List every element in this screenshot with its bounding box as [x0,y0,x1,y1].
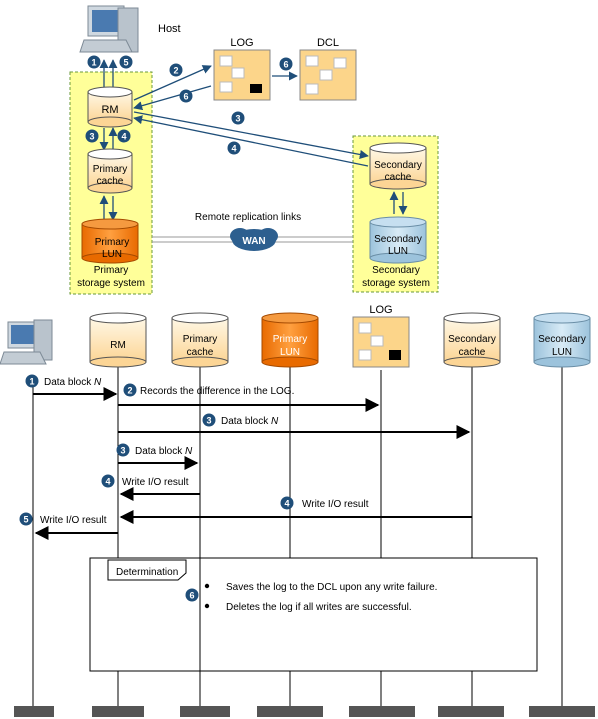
message-4-local: 4 Write I/O result [101,474,200,501]
secondary-system-label-1: Secondary [372,265,420,276]
seq-secondary-cache-cylinder [443,312,501,368]
message-3-local: 3 Data block N [116,443,199,470]
step-badge: 4 [227,141,241,155]
determination-badge: 6 [185,588,199,602]
seq-rm-cylinder [89,312,147,368]
message-4-remote: 4 Write I/O result [119,496,472,524]
svg-text:3: 3 [235,114,240,124]
bullet-icon [204,603,210,609]
svg-text:Write I/O result: Write I/O result [302,499,369,510]
secondary-system-label-2: storage system [362,278,430,289]
seq-secondary-cache-label-2: cache [459,347,486,358]
svg-text:3: 3 [89,132,94,142]
links-label: Remote replication links [195,212,301,223]
svg-text:4: 4 [105,477,110,487]
step-badge: 2 [169,63,183,77]
primary-lun-label-1: Primary [95,237,129,248]
step-badge: 3 [231,111,245,125]
svg-text:Data block N: Data block N [44,377,102,388]
dcl-label: DCL [317,37,339,49]
rm-label: RM [101,104,118,116]
dcl-box [299,49,357,101]
step-badge: 4 [117,129,131,143]
determination-frame [89,557,538,672]
svg-text:6: 6 [183,92,188,102]
primary-lun-label-2: LUN [102,249,122,260]
primary-cache-label-2: cache [97,176,124,187]
svg-text:Data block N: Data block N [135,446,193,457]
svg-text:Records the difference in the: Records the difference in the LOG. [140,386,294,397]
seq-primary-cache-label-2: cache [187,347,214,358]
step-badge: 6 [179,89,193,103]
svg-text:6: 6 [189,591,194,601]
wan-cloud-icon [230,228,278,251]
message-5: 5 Write I/O result [19,512,118,540]
svg-text:3: 3 [206,416,211,426]
svg-text:5: 5 [23,515,28,525]
svg-text:4: 4 [121,132,126,142]
primary-cache-cylinder [87,148,133,194]
step-badge: 6 [279,57,293,71]
seq-log-label: LOG [369,304,392,316]
svg-text:Data block N: Data block N [221,416,279,427]
log-box [213,49,271,101]
primary-system-label-1: Primary [94,265,128,276]
secondary-cache-label-2: cache [385,172,412,183]
secondary-lun-cylinder [369,216,427,264]
seq-secondary-lun-label-1: Secondary [538,334,586,345]
seq-secondary-lun-label-2: LUN [552,347,572,358]
top-step-badges: 1 5 2 6 6 3 4 3 4 [85,55,293,155]
seq-primary-cache-cylinder [171,312,229,368]
svg-text:4: 4 [231,144,236,154]
step-badge: 1 [87,55,101,69]
seq-log-box [352,316,410,368]
secondary-cache-cylinder [369,142,427,190]
bullet-icon [204,583,210,589]
seq-primary-lun-label-2: LUN [280,347,300,358]
determination-bullet-2: Deletes the log if all writes are succes… [226,602,412,613]
message-2: 2 Records the difference in the LOG. [118,383,380,412]
log-label: LOG [230,37,253,49]
seq-rm-label: RM [110,340,126,351]
primary-system-label-2: storage system [77,278,145,289]
svg-text:2: 2 [127,386,132,396]
host-label: Host [158,23,181,35]
message-3-remote: 3 Data block N [118,413,471,439]
step-badge: 5 [119,55,133,69]
host-computer-icon [79,5,139,53]
determination-title: Determination [116,567,178,578]
seq-primary-lun-label-1: Primary [273,334,307,345]
svg-text:3: 3 [120,446,125,456]
rm-cylinder [87,86,133,128]
svg-text:1: 1 [29,377,34,387]
determination-bullet-1: Saves the log to the DCL upon any write … [226,582,437,593]
seq-secondary-cache-label-1: Secondary [448,334,496,345]
svg-text:6: 6 [283,60,288,70]
seq-host-computer-icon [0,319,53,365]
secondary-lun-label-1: Secondary [374,234,422,245]
svg-text:1: 1 [91,58,96,68]
svg-text:4: 4 [284,499,289,509]
seq-secondary-lun-cylinder [533,312,591,368]
message-1: 1 Data block N [25,374,118,401]
lifeline-feet [14,706,595,717]
svg-text:Write I/O result: Write I/O result [40,515,107,526]
secondary-cache-label-1: Secondary [374,160,422,171]
wan-label: WAN [242,236,265,247]
seq-primary-lun-cylinder [261,312,319,368]
seq-primary-cache-label-1: Primary [183,334,217,345]
step-badge: 3 [85,129,99,143]
primary-lun-cylinder [81,218,139,264]
svg-text:5: 5 [123,58,128,68]
primary-cache-label-1: Primary [93,164,127,175]
svg-text:2: 2 [173,66,178,76]
svg-text:Write I/O result: Write I/O result [122,477,189,488]
secondary-lun-label-2: LUN [388,246,408,257]
